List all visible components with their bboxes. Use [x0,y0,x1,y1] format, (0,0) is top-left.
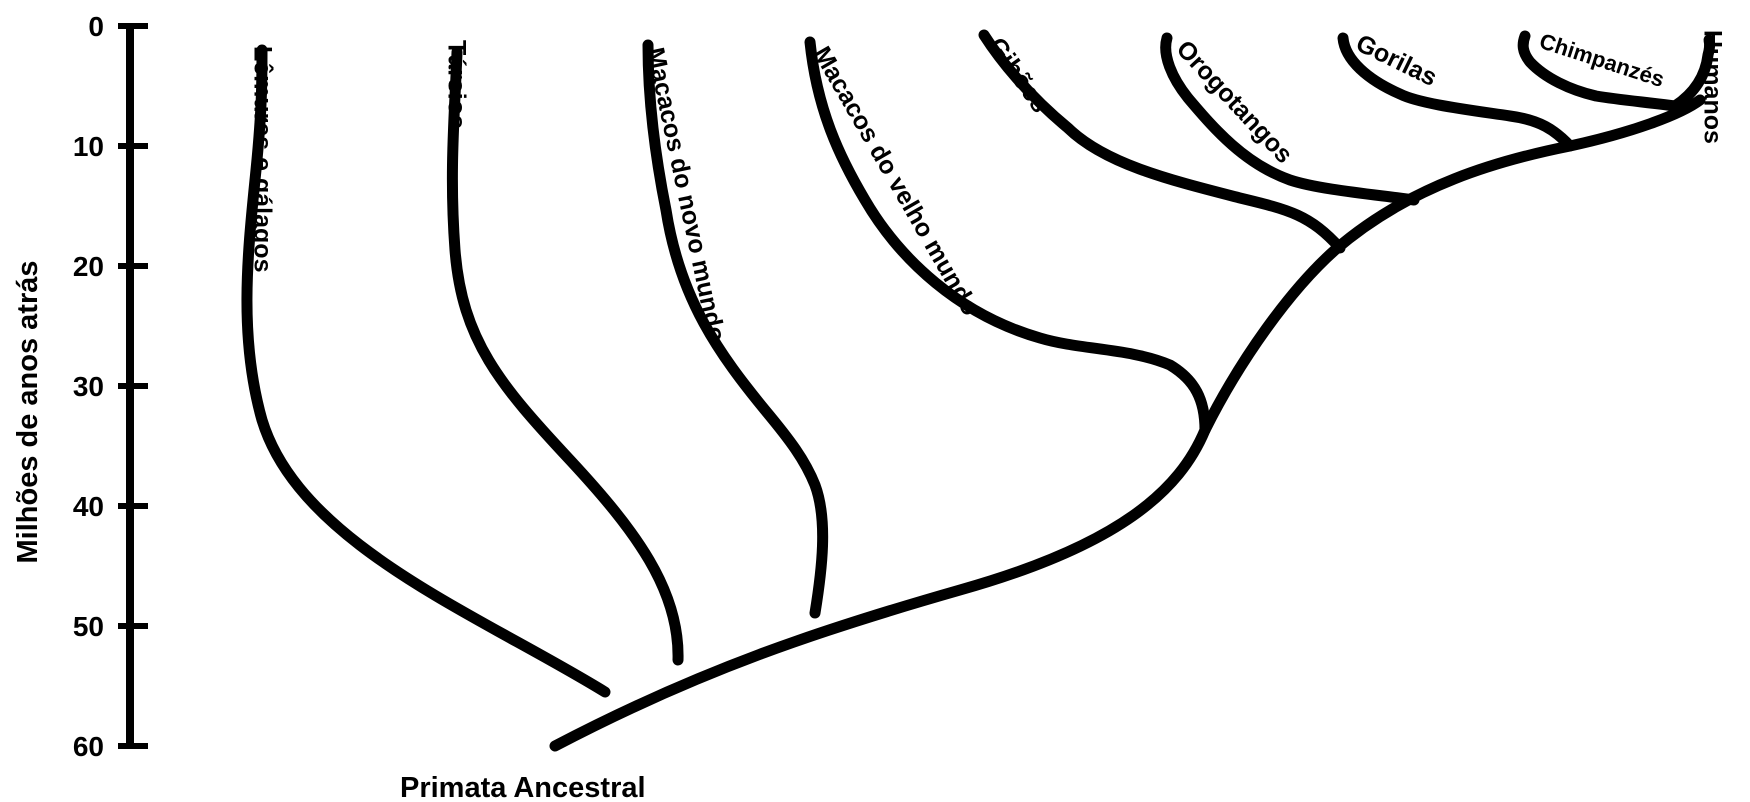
phylogenetic-tree [241,29,1716,752]
axis-tick-label-60: 60 [73,731,104,762]
time-axis: 0 10 20 30 40 50 60 Milhões de anos atrá… [12,11,148,762]
branch-orogotangos [1160,32,1420,206]
axis-tick-label-20: 20 [73,251,104,282]
axis-tick-label-50: 50 [73,611,104,642]
branch-gorilas [1337,32,1576,152]
label-giboes: Gibões [983,32,1055,117]
branch-giboes [978,29,1346,254]
taxon-labels: Lêmures e gálagos Társios Macacos do nov… [248,28,1726,344]
axis-title: Milhões de anos atrás [12,261,44,564]
axis-tick-label-10: 10 [73,131,104,162]
branch-tarsios [446,46,684,666]
label-gorilas: Gorilas [1352,29,1442,92]
root-label: Primata Ancestral [400,772,646,802]
label-macacos-do-novo-mundo: Macacos do novo mundo [641,45,731,344]
label-humanos: Humanos [1698,30,1726,144]
label-lemures-e-galagos: Lêmures e gálagos [248,46,276,272]
axis-tick-label-0: 0 [88,11,104,42]
branch-humanos [1669,34,1716,112]
label-tarsios: Társios [442,40,470,129]
branch-macacos-do-novo-mundo [642,39,829,619]
axis-tick-label-40: 40 [73,491,104,522]
branch-lemures-e-galagos [241,44,611,698]
label-macacos-do-velho-mundo: Macacos do velho mundo [808,42,985,321]
branch-chimpanzes [1517,30,1681,112]
branch-trunk [549,94,1706,752]
branch-macacos-do-velho-mundo [804,36,1211,436]
axis-tick-label-30: 30 [73,371,104,402]
